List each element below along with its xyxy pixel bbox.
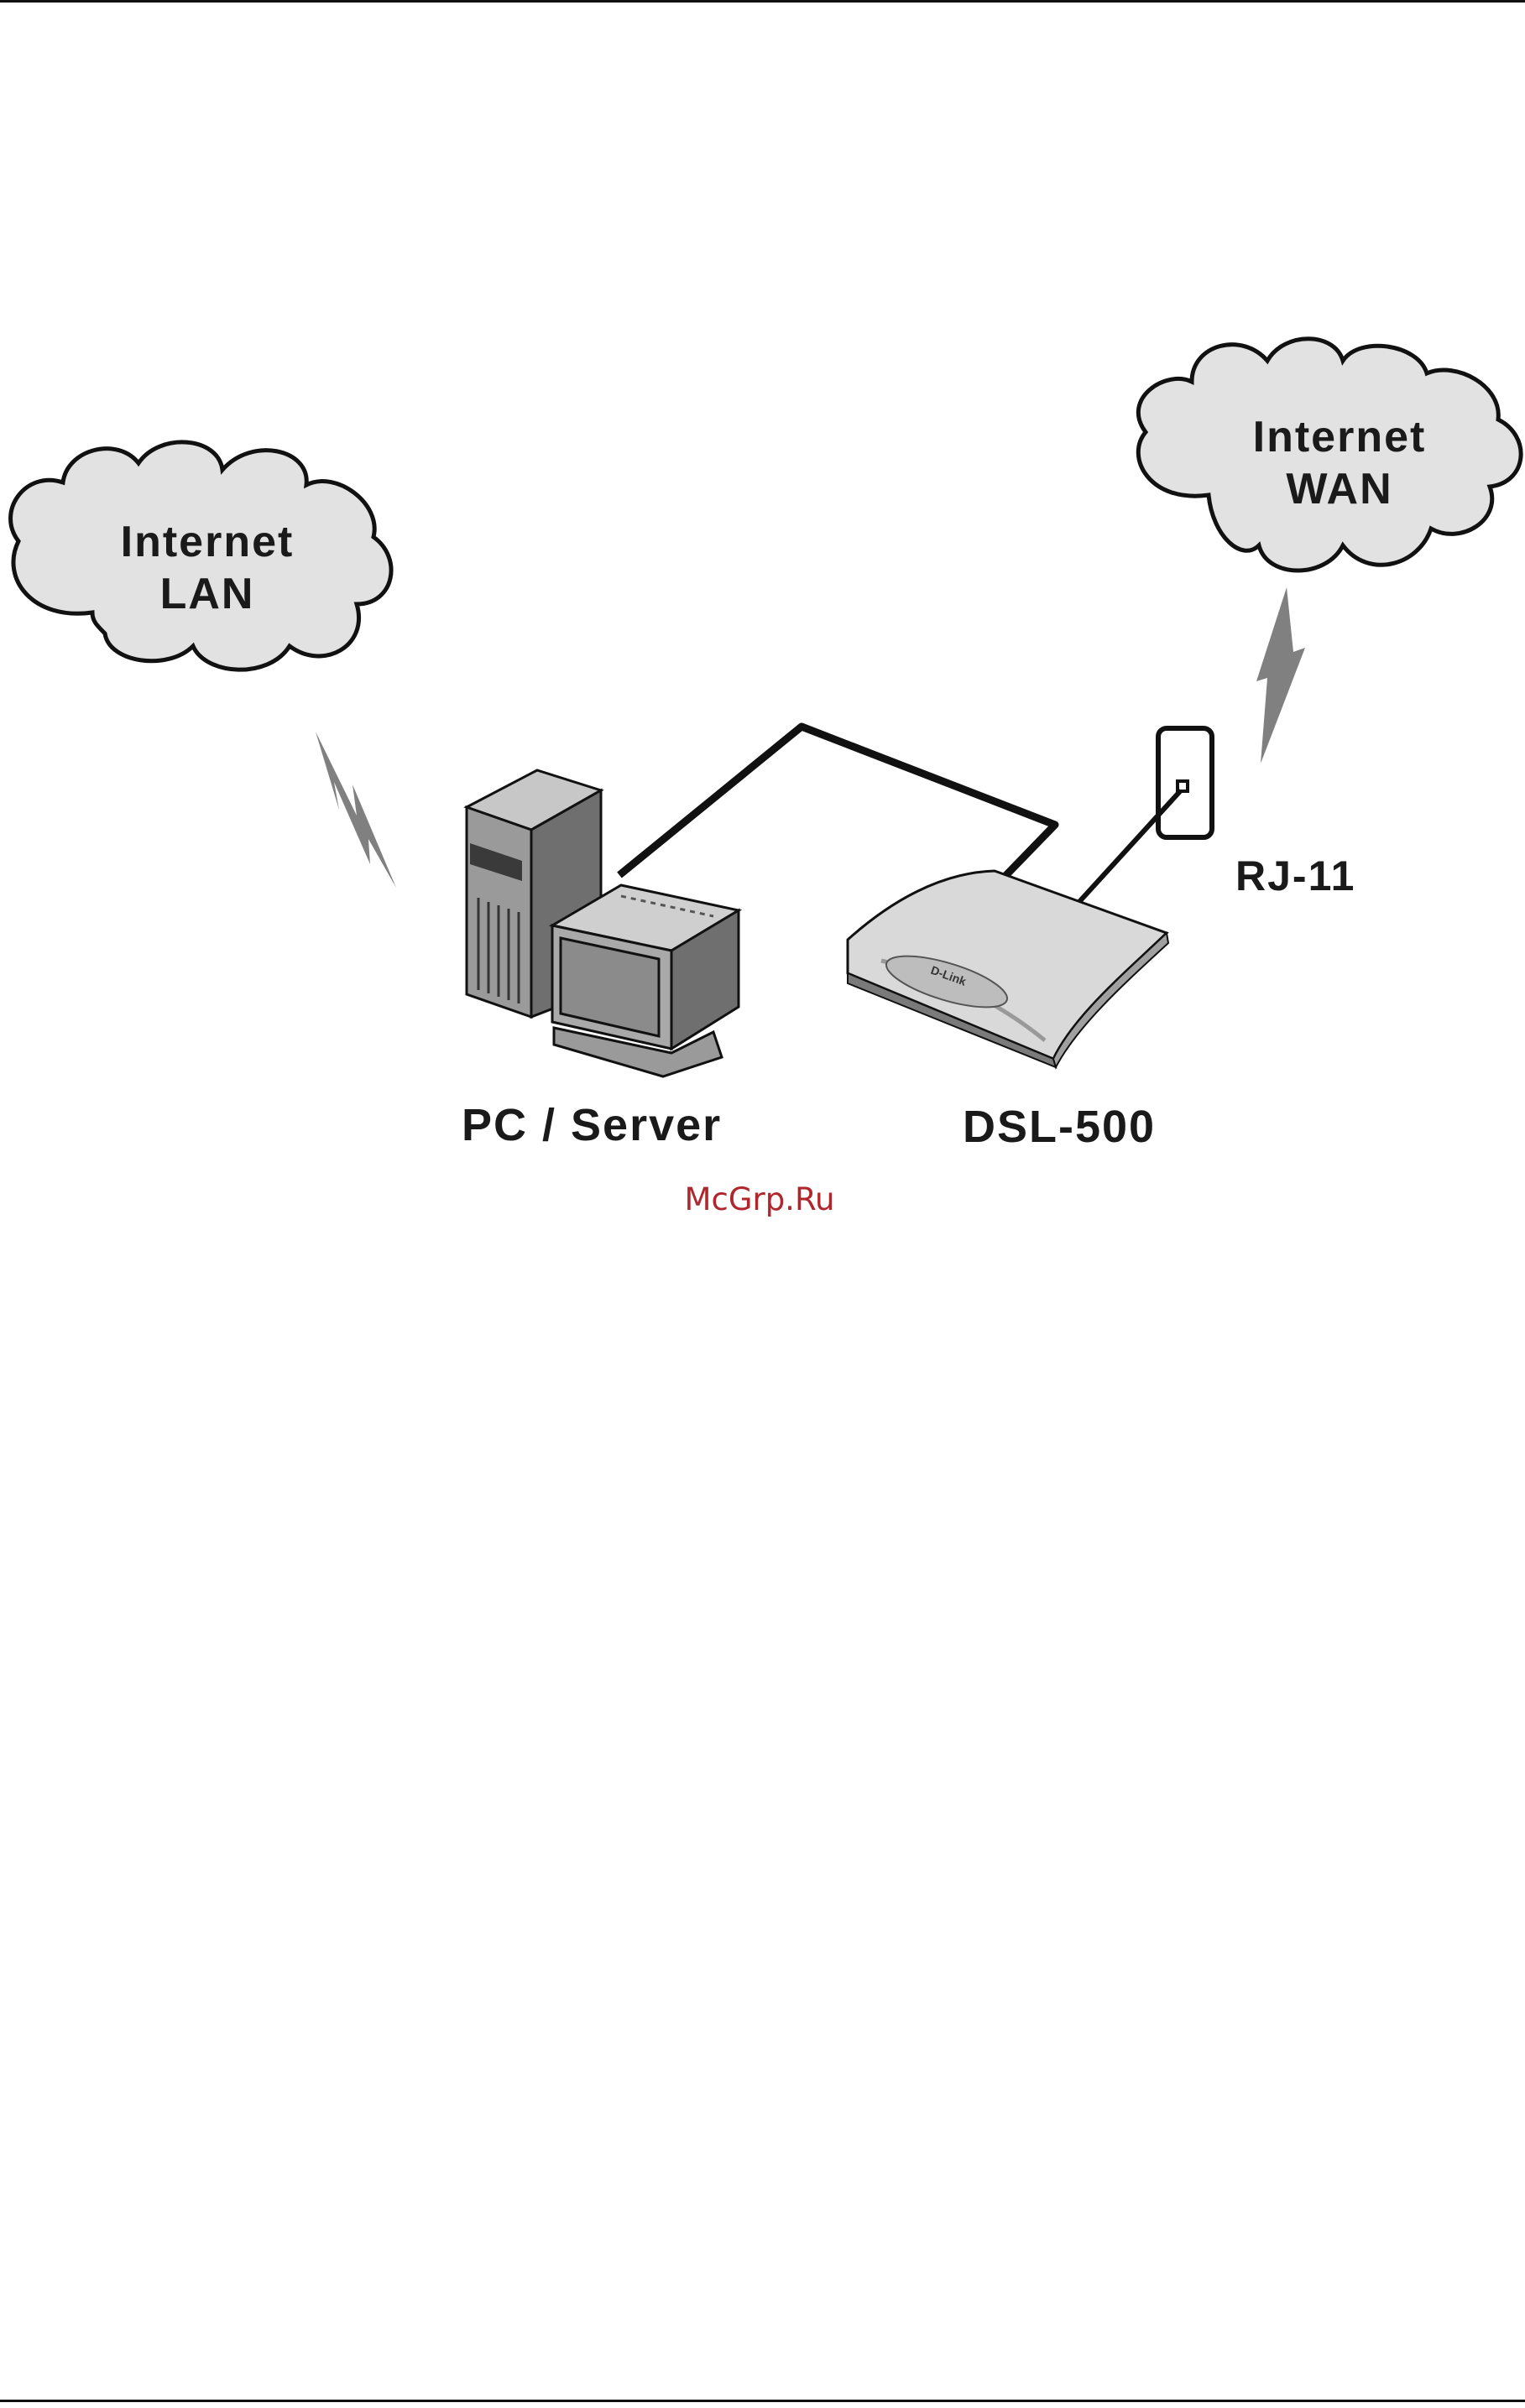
cloud-wan-line1: Internet (1214, 411, 1465, 463)
dsl-500-label: DSL-500 (963, 1101, 1156, 1153)
cloud-lan-label: Internet LAN (81, 516, 333, 620)
cloud-lan-line2: LAN (81, 568, 333, 620)
lightning-icon (316, 732, 396, 888)
cloud-wan-line2: WAN (1214, 463, 1465, 515)
rj11-label: RJ-11 (1235, 852, 1355, 900)
dsl-modem-icon: D-Link (848, 871, 1168, 1067)
wall-jack-icon (1158, 728, 1212, 837)
lightning-icon (1256, 587, 1305, 764)
monitor-icon (552, 885, 739, 1076)
phone-cable (1077, 790, 1181, 904)
watermark: McGrp.Ru (646, 1181, 873, 1217)
cloud-wan-label: Internet WAN (1214, 411, 1465, 515)
cloud-lan-line1: Internet (81, 516, 333, 568)
pc-server-label: PC / Server (462, 1099, 722, 1151)
